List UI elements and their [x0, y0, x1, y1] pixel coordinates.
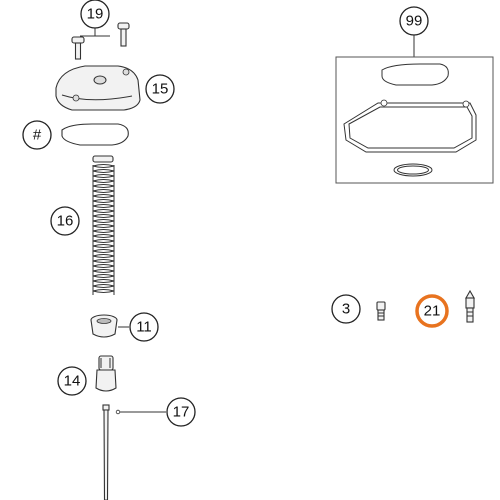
callout-17-circle — [166, 397, 196, 427]
callout-14-label: 14 — [64, 373, 81, 390]
needle-holder-part — [95, 355, 117, 392]
callout-16-label: 16 — [57, 213, 74, 230]
callout-16[interactable]: 16 — [50, 206, 80, 236]
kit-cover-gasket — [381, 63, 449, 86]
kit-o-ring — [393, 163, 433, 177]
callout-99[interactable]: 99 — [399, 6, 429, 36]
callout-3[interactable]: 3 — [331, 294, 361, 324]
callout-hash-circle — [22, 120, 52, 150]
kit-o-ring-inner — [397, 165, 429, 175]
callout-3-circle — [331, 294, 361, 324]
kit-float-bowl-gasket — [343, 99, 477, 153]
callout-16-circle — [50, 206, 80, 236]
callout-11-label: 11 — [136, 319, 152, 336]
carburetor-cover-part — [55, 65, 141, 111]
callout-15-label: 15 — [152, 81, 169, 98]
screw-19-right — [117, 22, 130, 47]
callout-hash-label: # — [33, 127, 42, 144]
screw-19-left — [71, 36, 85, 60]
pilot-jet-part — [376, 301, 386, 321]
leader-17-dot — [115, 409, 121, 415]
callout-15[interactable]: 15 — [145, 74, 175, 104]
gasket-kit-box — [335, 56, 494, 184]
callout-11[interactable]: 11 — [129, 312, 159, 342]
callout-19[interactable]: 19 — [80, 0, 110, 29]
callout-21-circle — [415, 294, 449, 328]
callout-14[interactable]: 14 — [57, 366, 87, 396]
callout-17[interactable]: 17 — [166, 397, 196, 427]
callout-21[interactable]: 21 — [415, 294, 449, 328]
cover-gasket-part — [61, 123, 129, 146]
callout-21-label: 21 — [424, 303, 441, 320]
callout-19-label: 19 — [87, 6, 104, 23]
callout-99-label: 99 — [406, 13, 423, 30]
spring-part — [92, 155, 115, 295]
callout-14-circle — [57, 366, 87, 396]
seal-part — [90, 314, 118, 338]
callout-17-label: 17 — [173, 404, 190, 421]
callout-3-label: 3 — [342, 301, 350, 318]
callout-hash[interactable]: # — [22, 120, 52, 150]
callout-11-circle — [129, 312, 159, 342]
callout-15-circle — [145, 74, 175, 104]
jet-needle-part — [102, 404, 110, 500]
main-jet-part — [465, 289, 475, 323]
